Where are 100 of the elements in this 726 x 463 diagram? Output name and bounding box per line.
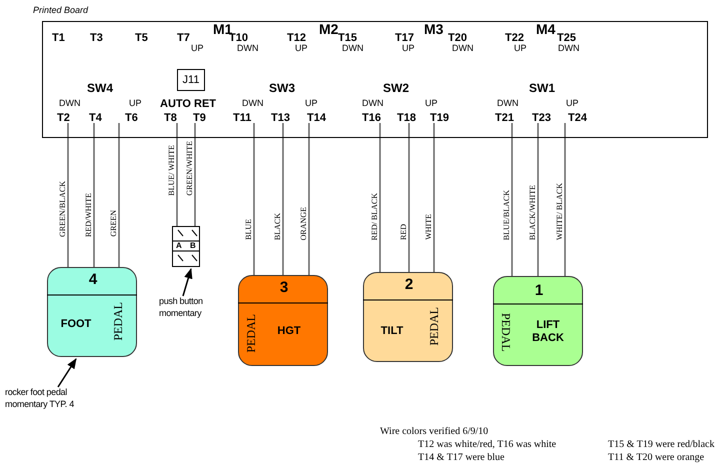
direction-label: UP (305, 99, 318, 108)
direction-label: DWN (237, 44, 258, 53)
terminal-label: AUTO RET (160, 99, 216, 110)
wire-color-label: RED/ BLACK (371, 192, 379, 240)
pedal-name: LIFT BACK (531, 319, 565, 344)
push-button-switch (172, 226, 200, 267)
wire (408, 123, 410, 272)
terminal-label: T3 (90, 33, 103, 44)
terminal-label: T5 (135, 33, 148, 44)
leader-arrow (57, 358, 77, 388)
wire (564, 123, 566, 276)
wire-color-label: GREEN/WHITE (186, 141, 194, 196)
wire-color-label: ORANGE (300, 206, 308, 240)
foot-pedal (238, 275, 328, 366)
direction-label: UP (402, 44, 415, 53)
terminal-label: T4 (89, 112, 102, 124)
note-text: Wire colors verified 6/9/10 (380, 427, 488, 437)
direction-label: UP (425, 99, 438, 108)
wire (282, 123, 284, 275)
terminal-label: T20 (448, 33, 467, 44)
foot-pedal (363, 272, 453, 362)
terminal-label: T22 (505, 33, 524, 44)
wire (194, 123, 196, 226)
wire-color-label: GREEN/BLACK (59, 181, 67, 237)
terminal-label: T11 (233, 112, 252, 124)
callout-text: push button momentary (159, 296, 211, 320)
motor-label: M2 (319, 22, 338, 36)
note-text: T14 & T17 were blue (418, 453, 504, 463)
motor-label: M4 (536, 22, 556, 36)
direction-label: DWN (497, 99, 518, 108)
direction-label: UP (295, 44, 308, 53)
callout-text: rocker foot pedal momentary TYP. 4 (5, 387, 93, 410)
wire-color-label: BLUE/ WHITE (168, 145, 176, 196)
wire-color-label: BLUE (245, 219, 253, 240)
leader-arrow (182, 268, 192, 296)
terminal-letter: A (176, 242, 182, 250)
connector-label: J11 (177, 69, 205, 91)
note-text: T11 & T20 were orange (608, 453, 704, 463)
wire-color-label: RED/WHITE (85, 193, 93, 237)
direction-label: UP (514, 44, 527, 53)
wire (537, 123, 539, 276)
pedal-number: 3 (278, 280, 290, 295)
pedal-name: TILT (380, 325, 404, 338)
direction-label: UP (191, 44, 204, 53)
direction-label: DWN (342, 44, 364, 53)
wire (93, 123, 95, 267)
terminal-label: T14 (307, 112, 326, 124)
terminal-label: T8 (164, 112, 177, 124)
switch-label: SW3 (269, 82, 296, 94)
direction-label: DWN (452, 44, 474, 53)
pedal-name: HGT (276, 325, 302, 338)
terminal-label: T9 (193, 112, 206, 124)
wire (253, 123, 255, 275)
direction-label: DWN (362, 99, 384, 108)
wire (379, 123, 381, 272)
direction-label: UP (566, 99, 579, 108)
terminal-label: T17 (395, 33, 414, 44)
terminal-label: T7 (177, 33, 190, 44)
wire-color-label: BLACK/WHITE (529, 184, 537, 240)
direction-label: DWN (59, 99, 80, 108)
pedal-label: PEDAL (245, 314, 257, 353)
wire-color-label: GREEN (110, 210, 118, 237)
terminal-label: T21 (495, 112, 514, 124)
wire-color-label: WHITE/ BLACK (556, 182, 564, 240)
pedal-number: 4 (88, 272, 98, 287)
motor-label: M3 (424, 22, 444, 36)
terminal-label: T6 (125, 112, 138, 124)
switch-label: SW4 (87, 82, 114, 94)
foot-pedal (47, 267, 137, 357)
terminal-label: T15 (338, 33, 357, 44)
board-title: Printed Board (33, 6, 88, 15)
wire (118, 123, 120, 267)
wire (67, 123, 69, 267)
pedal-name: FOOT (60, 318, 92, 331)
pedal-label: PEDAL (500, 313, 512, 352)
terminal-label: T25 (557, 33, 576, 44)
note-text: T12 was white/red, T16 was white (418, 440, 556, 450)
terminal-label: T1 (52, 33, 65, 44)
pedal-number: 2 (404, 277, 414, 292)
wire-color-label: BLACK (274, 212, 282, 240)
terminal-label: T16 (362, 112, 381, 124)
direction-label: DWN (242, 99, 264, 108)
pedal-label: PEDAL (112, 302, 124, 341)
terminal-label: T13 (271, 112, 290, 124)
foot-pedal (493, 276, 583, 366)
terminal-label: T23 (532, 112, 551, 124)
switch-label: SW1 (529, 82, 556, 94)
terminal-label: T24 (568, 112, 587, 124)
note-text: T15 & T19 were red/black (608, 440, 714, 450)
pedal-number: 1 (534, 283, 544, 298)
terminal-label: T19 (430, 112, 449, 124)
terminal-label: T2 (57, 112, 70, 124)
direction-label: DWN (558, 44, 580, 53)
direction-label: UP (129, 99, 142, 108)
wire-color-label: WHITE (425, 214, 433, 240)
terminal-label: T18 (397, 112, 416, 124)
wire (308, 123, 310, 275)
wire (176, 123, 178, 226)
wire (433, 123, 435, 272)
wire-color-label: RED (400, 224, 408, 240)
